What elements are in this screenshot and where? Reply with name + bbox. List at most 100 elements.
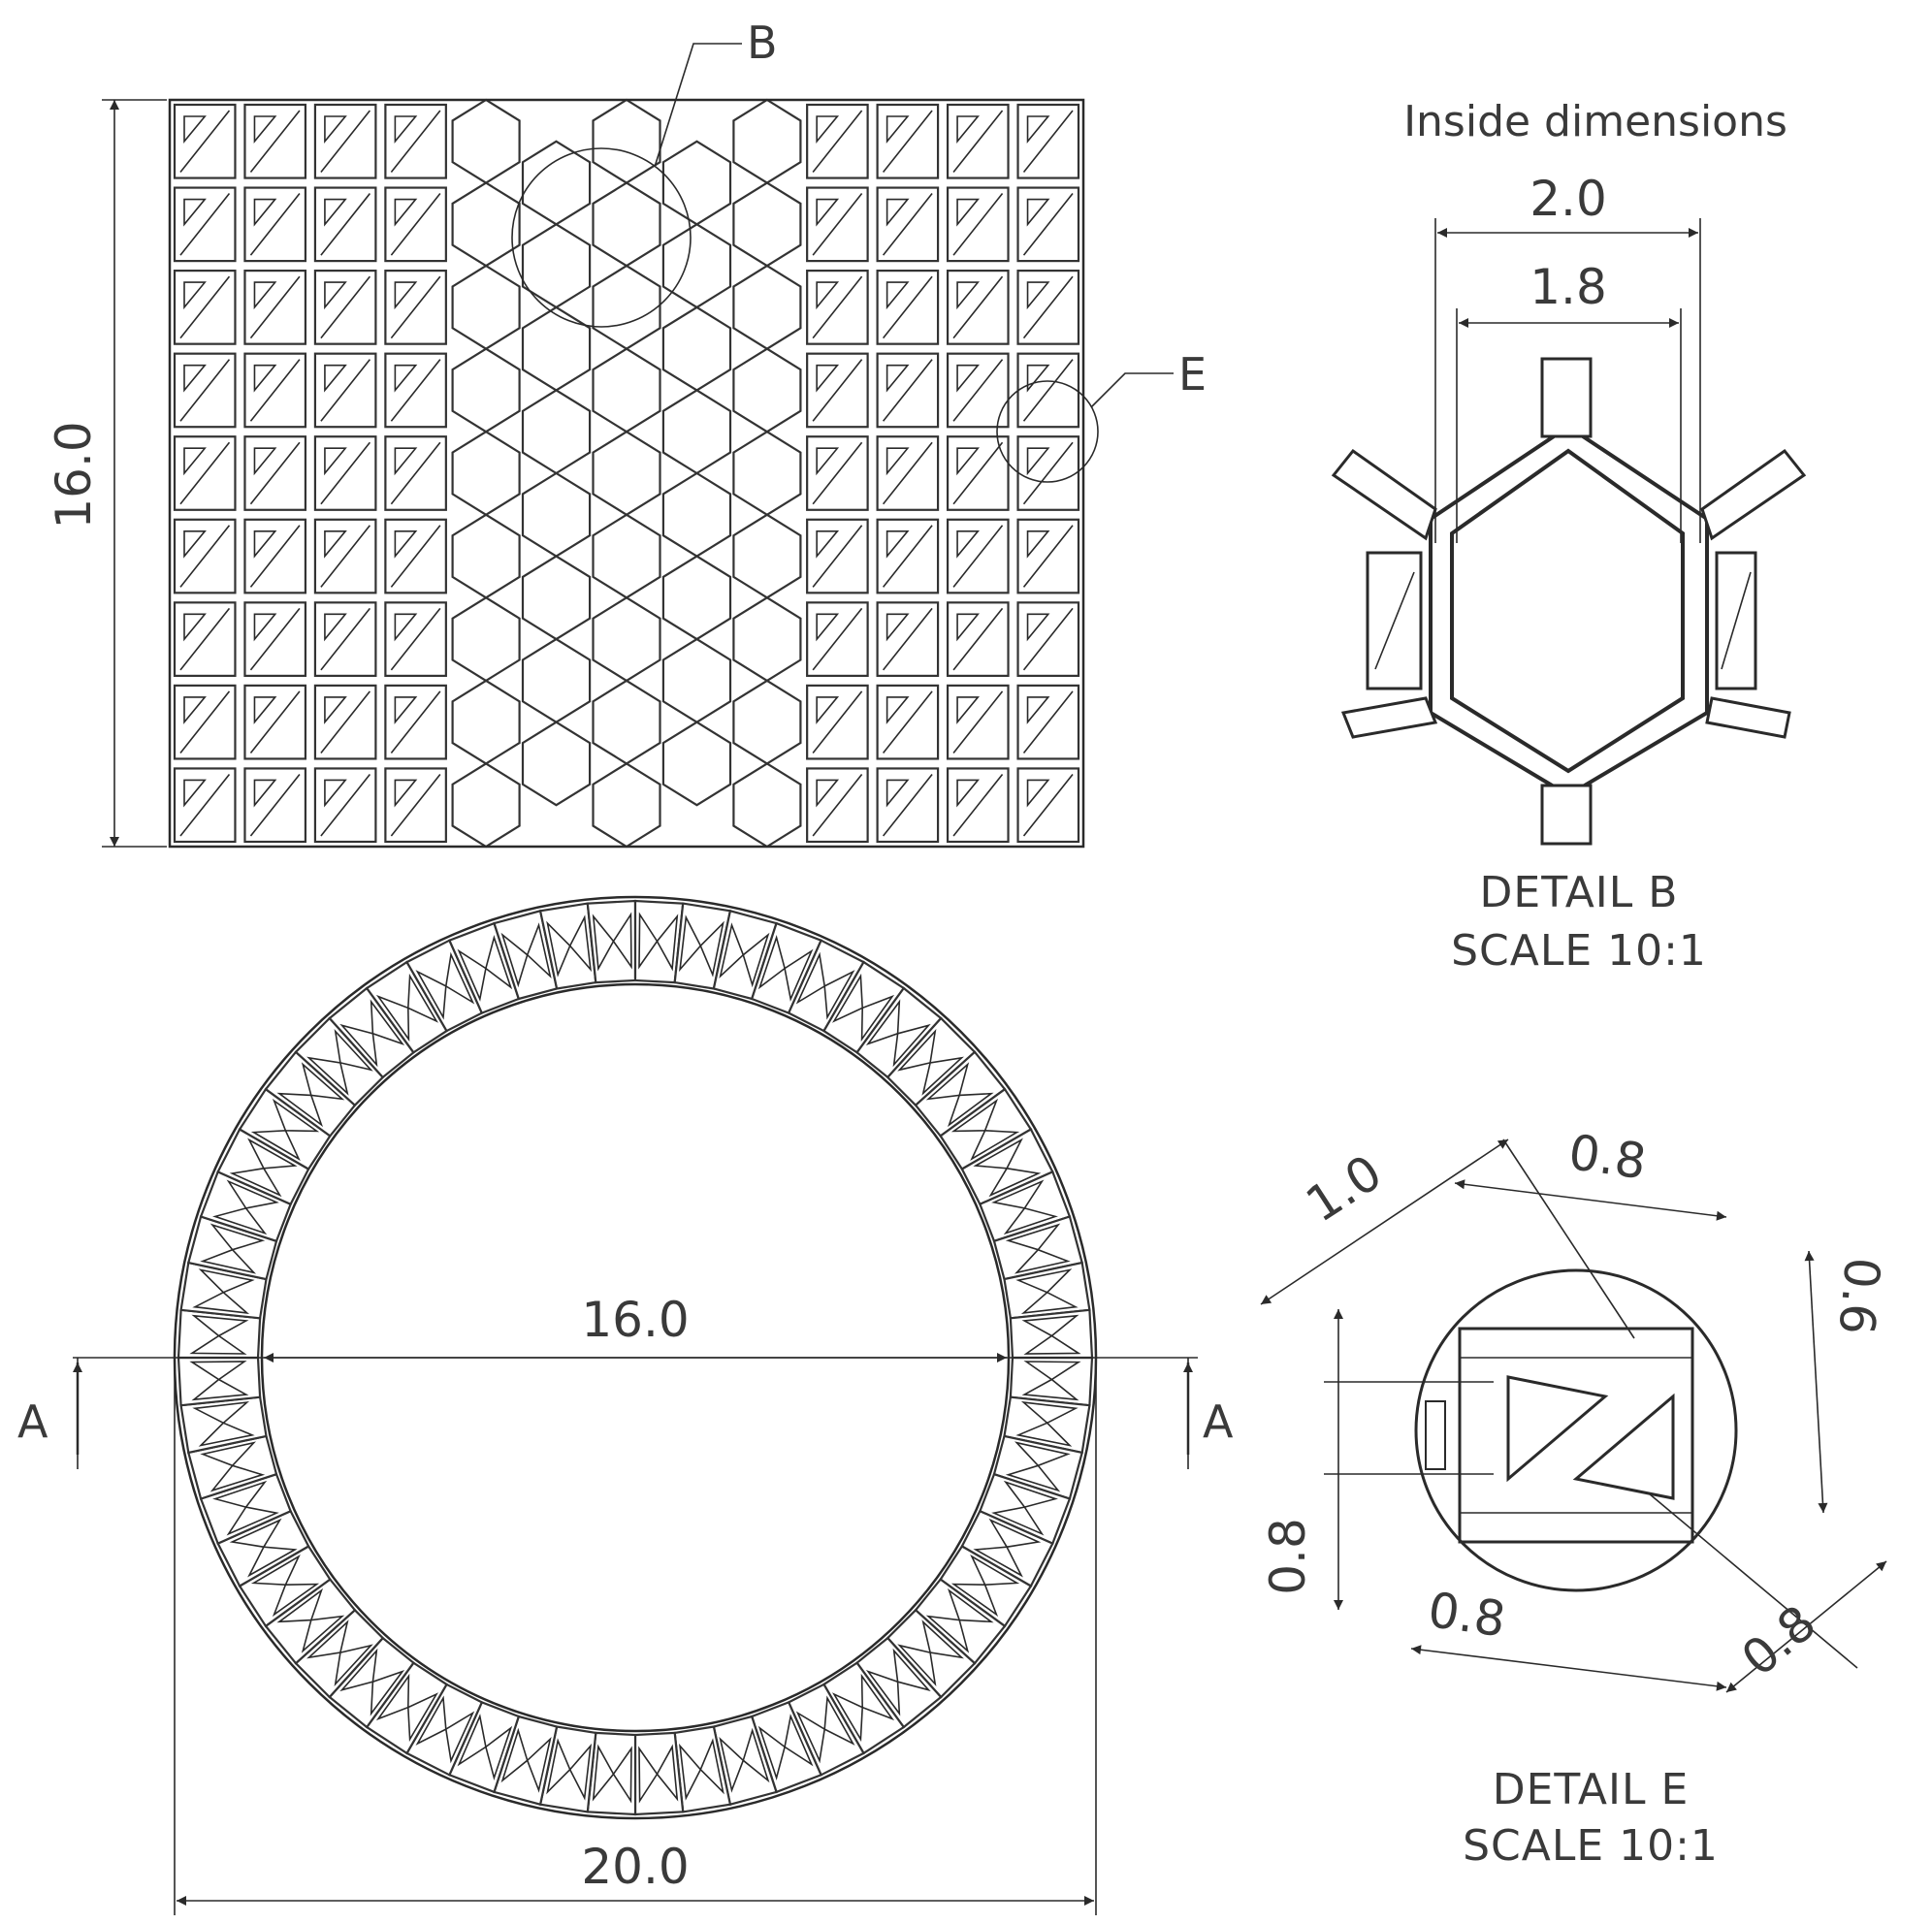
ring-cell-void	[198, 1268, 255, 1294]
ring-cell-void	[865, 1669, 901, 1716]
lattice-brace	[812, 110, 863, 174]
ring-cell-void	[247, 1546, 298, 1578]
hex-cell	[451, 264, 521, 350]
ring-cell-void	[795, 1711, 826, 1764]
hex-cell	[661, 471, 732, 558]
detail-e-dim-1: 1.0	[1297, 1144, 1392, 1234]
ring-cell-void	[991, 1506, 1045, 1536]
ring-cell	[633, 1731, 685, 1816]
ring-cell-void	[415, 970, 447, 1020]
ring-cell-void	[784, 1714, 814, 1767]
hex-cell	[592, 430, 661, 517]
lattice-brace	[882, 441, 933, 505]
lattice-void	[956, 613, 981, 642]
ring-cell-void	[229, 1518, 282, 1549]
lattice-brace	[249, 690, 301, 754]
hex-cell	[521, 721, 592, 807]
lattice-brace	[1022, 275, 1074, 339]
lattice-brace	[249, 607, 301, 671]
lattice-brace	[812, 441, 863, 505]
lattice-void	[394, 447, 418, 476]
dim-6-ext	[1648, 1492, 1858, 1669]
height-dimension: 16.0	[46, 421, 102, 529]
ring-cell-void	[973, 1138, 1023, 1170]
ring-cell	[177, 1356, 262, 1407]
ring-cell-void	[192, 1401, 250, 1425]
lattice-brace	[882, 193, 933, 256]
ring-cell-void	[334, 1644, 373, 1686]
lattice-void	[324, 198, 347, 227]
lattice-brace	[390, 110, 441, 174]
ring-cell-void	[1015, 1422, 1073, 1447]
ring-cell-void	[500, 932, 529, 988]
lattice-void	[253, 529, 277, 559]
ring-cell-void	[209, 1223, 266, 1251]
lattice-void	[253, 779, 277, 808]
ring-cell-void	[592, 914, 615, 972]
ring-cell-void	[276, 1587, 324, 1623]
hex-cell	[592, 98, 661, 184]
hex-cell	[732, 430, 802, 517]
hex-cell	[732, 98, 802, 184]
dim-1-ext	[1502, 1138, 1635, 1339]
detail-e-callout: E	[1178, 348, 1207, 401]
lattice-brace	[320, 773, 371, 837]
lattice-void	[324, 613, 347, 642]
lattice-brace	[179, 441, 231, 505]
ring-cell-void	[638, 912, 659, 970]
lattice-brace	[952, 359, 1004, 422]
hex-cell	[451, 513, 521, 599]
lattice-brace	[952, 690, 1004, 754]
ring-cell-void	[1015, 1268, 1073, 1294]
lattice-void	[886, 198, 910, 227]
detail-b-heading: Inside dimensions	[1403, 97, 1787, 146]
detail-e-circle	[996, 380, 1099, 483]
ring-cell-void	[832, 973, 864, 1023]
lattice-brace	[249, 441, 301, 505]
hex-cell	[521, 555, 592, 641]
side-view-outline	[168, 98, 1085, 849]
lattice-void	[324, 529, 347, 559]
lattice-brace	[1022, 193, 1074, 256]
detail-b: Inside dimensions 2.0 1.8 DETAIL B SCALE…	[1331, 97, 1807, 976]
lattice-brace	[390, 690, 441, 754]
lattice-void	[324, 364, 347, 393]
ring-cell-void	[1020, 1291, 1079, 1314]
hex-cell	[661, 721, 732, 807]
lattice-brace	[320, 110, 371, 174]
ring-cell-void	[1023, 1361, 1081, 1381]
ring-cell-void	[339, 1648, 378, 1692]
lattice-void	[886, 696, 910, 724]
hex-cell	[661, 223, 732, 309]
ring-cell-void	[306, 1619, 349, 1659]
lattice-brace	[320, 525, 371, 588]
lattice-void	[253, 198, 277, 227]
ring-cell-void	[719, 922, 745, 979]
lattice-brace	[249, 359, 301, 422]
lattice-brace	[179, 773, 231, 837]
lower-left-strut	[1340, 696, 1438, 739]
hex-cell	[661, 555, 732, 641]
ring-cell-void	[823, 1695, 855, 1746]
ring-cell-void	[306, 1056, 349, 1096]
lattice-void	[816, 281, 840, 310]
detail-e: 1.0 0.8 0.6 0.8 0.8 0.8 DETAIL E SCALE 1…	[1260, 1124, 1890, 1871]
lattice-brace	[390, 773, 441, 837]
ring-cell-void	[1021, 1378, 1079, 1401]
ring-cell-void	[457, 948, 487, 1002]
ring-cell-void	[970, 1555, 1020, 1587]
ring-cell-void	[612, 912, 632, 970]
ring-cell-void	[1020, 1401, 1079, 1425]
dim-1-line	[1260, 1138, 1509, 1305]
detail-e-leader	[1090, 372, 1174, 408]
ring-cell-void	[973, 1546, 1023, 1578]
lattice-void	[816, 115, 840, 144]
hex-cell	[521, 637, 592, 723]
hex-cell	[592, 181, 661, 268]
lattice-void	[183, 364, 207, 393]
ring-cell-void	[925, 1615, 970, 1653]
ring-cell-void	[970, 1129, 1020, 1161]
lattice-brace	[1022, 525, 1074, 588]
lower-right-strut	[1705, 696, 1791, 739]
